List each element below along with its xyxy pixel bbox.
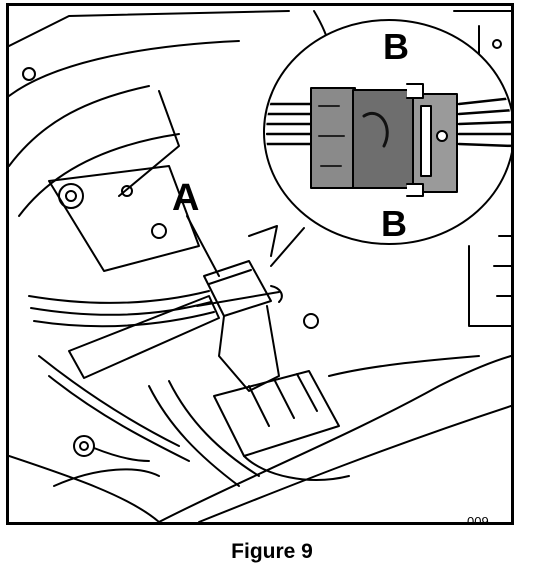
body-panel-left: [9, 10, 290, 217]
magnified-detail-circle: [263, 19, 511, 245]
figure-reference-number: 009: [467, 514, 489, 525]
callout-b-bottom: B: [381, 203, 407, 244]
leader-a: [186, 215, 220, 277]
harness-clip: [53, 435, 160, 487]
body-panel-bottom: [9, 355, 511, 522]
leader-magnifier: [270, 227, 305, 267]
engine-bay-illustration: [9, 10, 511, 522]
callout-a: A: [172, 177, 200, 219]
body-panel-right: [313, 10, 511, 327]
callout-b-top: B: [383, 26, 409, 67]
mounting-bracket: [48, 165, 319, 329]
wiring-harness: [28, 290, 260, 487]
terminal-block: [213, 370, 350, 481]
connector-a: [196, 260, 283, 392]
figure-caption: Figure 9: [231, 540, 313, 563]
figure-frame: A B B 009: [6, 3, 514, 525]
